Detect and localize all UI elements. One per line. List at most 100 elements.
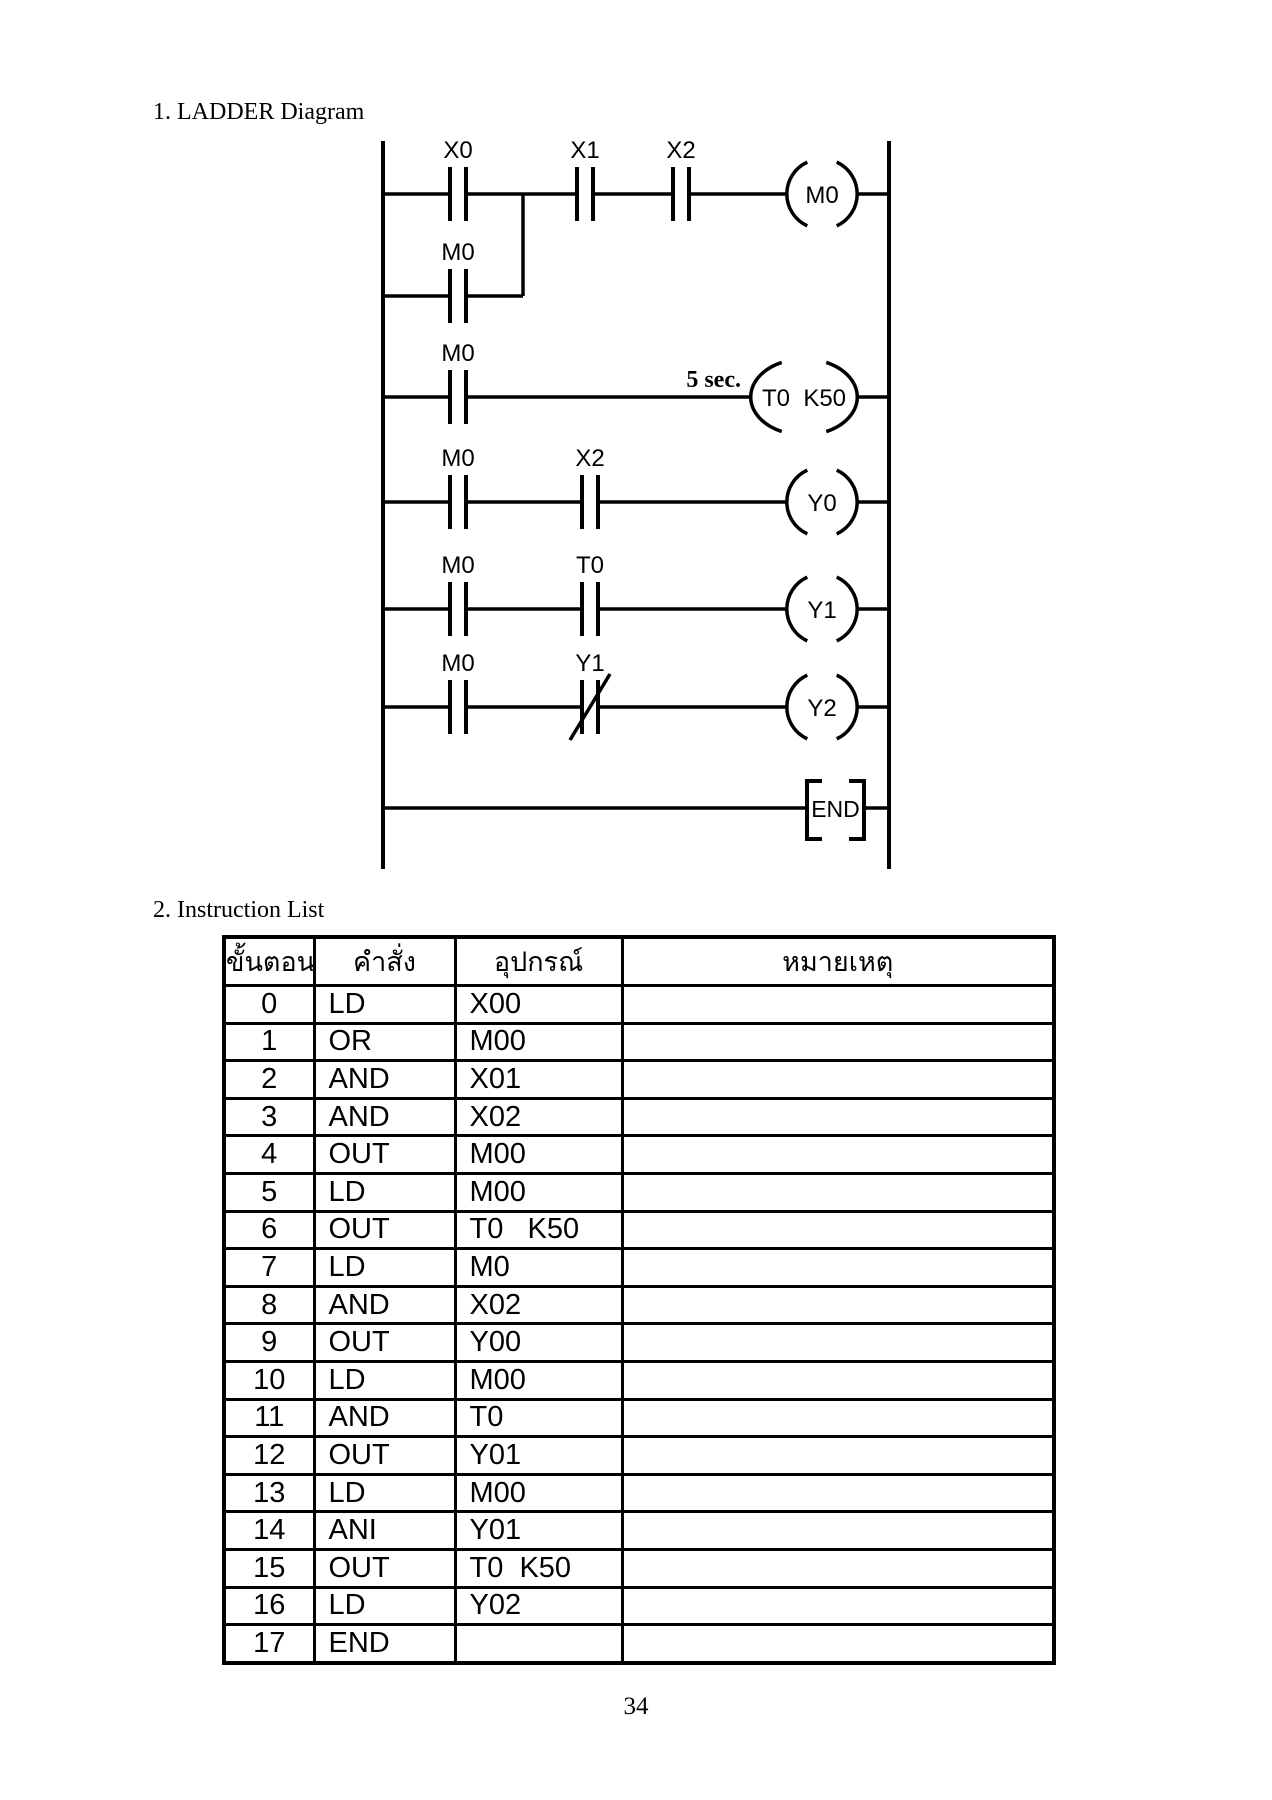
contact-M0: M0 [441, 650, 475, 734]
rung-2: M0 T0 K50 5 sec. [383, 340, 889, 434]
contact-label: M0 [441, 340, 474, 367]
step-cell: 8 [222, 1284, 316, 1326]
contact-label: M0 [441, 552, 474, 579]
step-cell: 12 [222, 1435, 316, 1476]
remark-cell [620, 1510, 1056, 1551]
device-cell: X02 [453, 1096, 624, 1138]
command-cell: OUT [312, 1322, 457, 1363]
coil-label: M0 [805, 182, 838, 209]
coil-arc-left [785, 160, 809, 228]
remark-cell [620, 1359, 1056, 1401]
timer-annotation: 5 sec. [686, 367, 741, 393]
section2-title: 2. Instruction List [153, 897, 325, 923]
coil-arc-right [835, 160, 859, 228]
device-cell: Y02 [453, 1585, 624, 1627]
step-cell: 16 [222, 1585, 316, 1627]
device-cell: M00 [453, 1171, 624, 1213]
table-header-row: ขั้นตอนคำสั่งอุปกรณ์หมายเหตุ [222, 935, 1056, 987]
device-cell: X01 [453, 1059, 624, 1100]
command-cell: LD [312, 984, 457, 1025]
device-cell: T0 [453, 1397, 624, 1439]
command-cell: OUT [312, 1435, 457, 1476]
command-cell: LD [312, 1171, 457, 1213]
coil-label: Y0 [807, 490, 836, 517]
step-cell: 4 [222, 1134, 316, 1175]
command-cell: LD [312, 1472, 457, 1514]
device-cell: T0 K50 [453, 1209, 624, 1251]
remark-cell [620, 1021, 1056, 1063]
step-cell: 0 [222, 984, 316, 1025]
step-cell: 1 [222, 1021, 316, 1063]
remark-cell [620, 1096, 1056, 1138]
coil-label: Y2 [807, 695, 836, 722]
contact-label: M0 [441, 445, 474, 472]
step-cell: 5 [222, 1171, 316, 1213]
remark-cell [620, 984, 1056, 1025]
contact-label: X1 [570, 137, 599, 164]
device-cell [453, 1623, 624, 1665]
command-cell: ANI [312, 1510, 457, 1551]
device-cell: M0 [453, 1247, 624, 1288]
header-step-cell: ขั้นตอน [222, 935, 316, 987]
remark-cell [620, 1284, 1056, 1326]
coil-arc-left [748, 360, 783, 434]
device-cell: Y00 [453, 1322, 624, 1363]
contact-X1: X1 [570, 137, 600, 221]
table-header-row: ขั้นตอนคำสั่งอุปกรณ์หมายเหตุ [222, 935, 1056, 987]
step-cell: 10 [222, 1359, 316, 1401]
contact-T0: T0 [576, 552, 604, 636]
device-cell: X00 [453, 984, 624, 1025]
remark-cell [620, 1322, 1056, 1363]
device-cell: Y01 [453, 1510, 624, 1551]
end-bracket-left [805, 779, 822, 841]
command-cell: OUT [312, 1134, 457, 1175]
end-label: END [811, 796, 860, 822]
command-cell: AND [312, 1059, 457, 1100]
contact-label: M0 [441, 650, 474, 677]
remark-cell [620, 1397, 1056, 1439]
coil-M0: M0 [785, 160, 859, 228]
contact-X2: X2 [575, 445, 605, 529]
step-cell: 2 [222, 1059, 316, 1100]
contact-M0: M0 [441, 552, 475, 636]
coil-arc-left [785, 673, 809, 741]
step-cell: 15 [222, 1547, 316, 1589]
remark-cell [620, 1547, 1056, 1589]
step-cell: 6 [222, 1209, 316, 1251]
section1-title: 1. LADDER Diagram [153, 99, 365, 125]
device-cell: M00 [453, 1134, 624, 1175]
device-cell: Y01 [453, 1435, 624, 1476]
coil-arc-right [835, 575, 859, 643]
contact-label: M0 [441, 239, 474, 266]
coil-arc-left [785, 468, 809, 536]
coil-arc-right [835, 468, 859, 536]
nc-slash [568, 673, 612, 741]
step-cell: 14 [222, 1510, 316, 1551]
step-cell: 11 [222, 1397, 316, 1439]
header-remark-cell: หมายเหตุ [620, 935, 1056, 987]
step-cell: 9 [222, 1322, 316, 1363]
command-cell: OUT [312, 1209, 457, 1251]
remark-cell [620, 1134, 1056, 1175]
coil-arc-right [835, 673, 859, 741]
remark-cell [620, 1585, 1056, 1627]
command-cell: OR [312, 1021, 457, 1063]
coil-label: T0 K50 [762, 385, 846, 412]
